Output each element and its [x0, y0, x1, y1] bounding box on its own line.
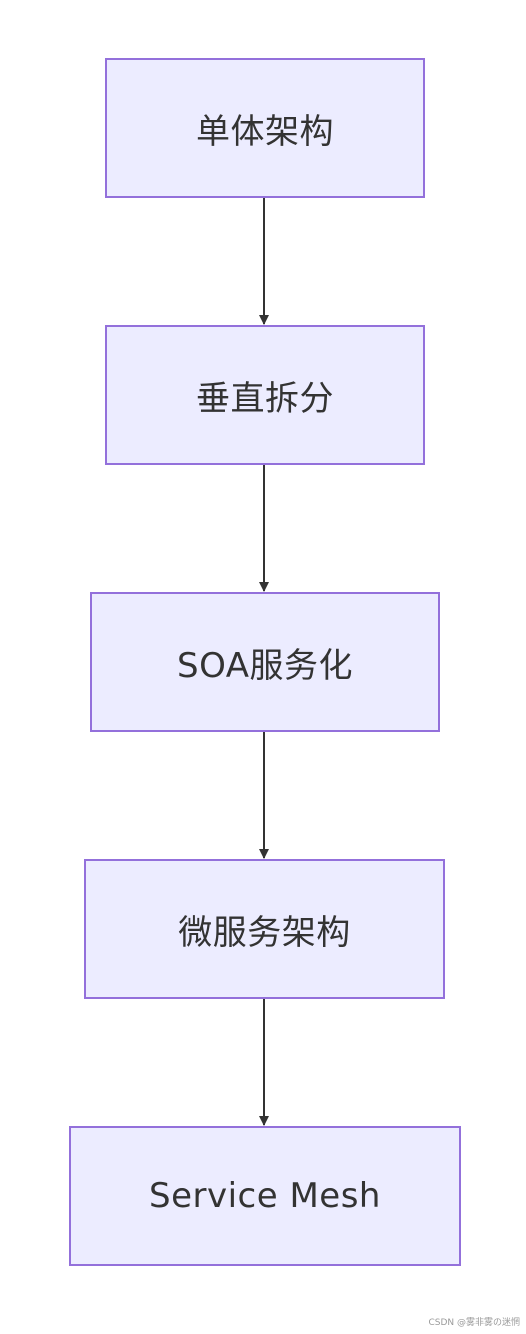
node-label: 垂直拆分 — [196, 378, 334, 419]
node-label: SOA服务化 — [176, 645, 353, 686]
node-label: 微服务架构 — [178, 912, 351, 953]
node-label: Service Mesh — [149, 1176, 381, 1216]
node-service-mesh: Service Mesh — [69, 1126, 461, 1266]
watermark: CSDN @雾非雾の迷惘 — [428, 1318, 520, 1328]
node-label: 单体架构 — [196, 111, 334, 152]
node-monolithic-architecture: 单体架构 — [105, 58, 425, 198]
node-microservice-architecture: 微服务架构 — [84, 859, 445, 999]
node-soa-service: SOA服务化 — [90, 592, 440, 732]
node-vertical-split: 垂直拆分 — [105, 325, 425, 465]
